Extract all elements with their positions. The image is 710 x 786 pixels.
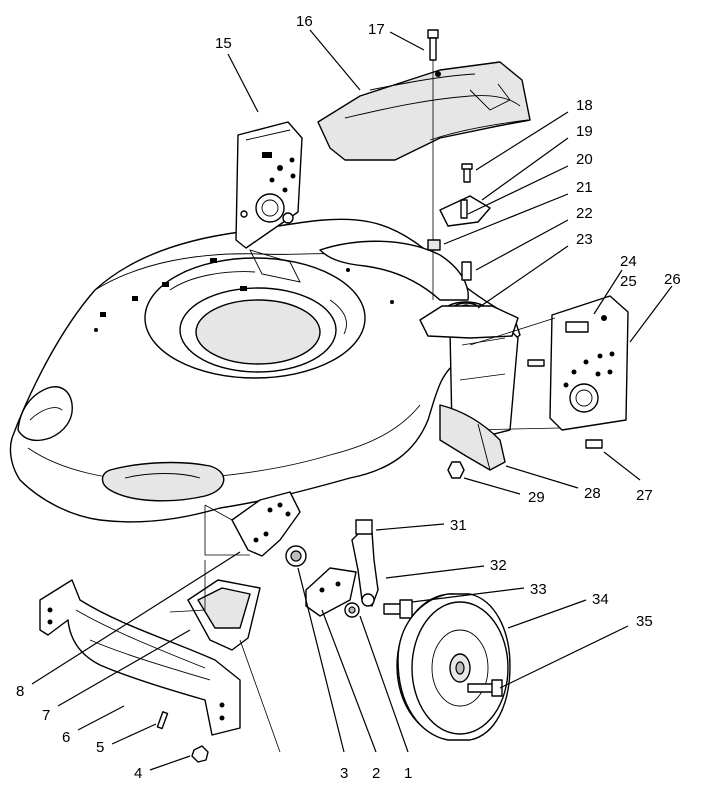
callout-27: 27 [636, 487, 653, 504]
leader-6 [77, 705, 125, 731]
leader-8 [31, 551, 241, 685]
mower-deck [9, 218, 521, 523]
parts-24-26-side-plate [469, 295, 629, 431]
callout-21: 21 [576, 179, 593, 196]
callout-29: 29 [528, 489, 545, 506]
part-3-washer [285, 545, 307, 567]
leader-24 [593, 269, 623, 315]
callout-1: 1 [404, 765, 412, 782]
callout-35: 35 [636, 613, 653, 630]
leader-26 [629, 285, 673, 343]
leader-27 [603, 451, 641, 481]
callout-8: 8 [16, 683, 24, 700]
callout-34: 34 [592, 591, 609, 608]
parts-6-7-rear-flap [39, 560, 281, 753]
part-35-axle-bolt [467, 679, 503, 697]
callout-23: 23 [576, 231, 593, 248]
callout-4: 4 [134, 765, 142, 782]
leader-21 [443, 193, 569, 245]
callout-7: 7 [42, 707, 50, 724]
part-8-height-adjuster [204, 491, 301, 557]
leader-28 [505, 465, 579, 489]
leader-17 [389, 31, 425, 51]
callout-26: 26 [664, 271, 681, 288]
callout-24: 24 [620, 253, 637, 270]
callout-33: 33 [530, 581, 547, 598]
leader-18 [475, 111, 569, 171]
leader-22 [475, 219, 569, 271]
leader-2 [321, 609, 377, 753]
part-16-rear-shroud [317, 61, 531, 161]
parts-27-29-lower-bracket [439, 404, 603, 479]
leader-20 [467, 165, 569, 215]
callout-20: 20 [576, 151, 593, 168]
part-4-nut [191, 745, 209, 763]
callout-15: 15 [215, 35, 232, 52]
leader-19 [481, 137, 569, 201]
leader-34 [507, 599, 587, 629]
callout-22: 22 [576, 205, 593, 222]
leader-32 [385, 565, 485, 579]
callout-28: 28 [584, 485, 601, 502]
leader-33 [411, 587, 525, 603]
leader-7 [57, 629, 191, 707]
callout-16: 16 [296, 13, 313, 30]
leader-1 [359, 615, 409, 753]
callout-labels: 15 16 17 18 19 20 21 22 23 24 25 26 27 2… [16, 13, 681, 782]
leader-lines [31, 29, 673, 771]
leader-31 [375, 523, 445, 531]
leader-35 [499, 625, 629, 689]
part-5-screw [156, 711, 169, 730]
leader-15 [227, 53, 259, 113]
leader-4 [149, 755, 191, 771]
callout-17: 17 [368, 21, 385, 38]
callout-19: 19 [576, 123, 593, 140]
callout-3: 3 [340, 765, 348, 782]
parts-18-22-hardware [427, 163, 491, 281]
part-15-side-bracket [235, 121, 303, 249]
parts-31-32-lever [351, 519, 379, 607]
callout-32: 32 [490, 557, 507, 574]
callout-5: 5 [96, 739, 104, 756]
part-2-adjuster-plate [305, 567, 357, 617]
part-17-bolt [427, 29, 439, 300]
leader-29 [463, 477, 521, 495]
callout-25: 25 [620, 273, 637, 290]
callout-18: 18 [576, 97, 593, 114]
leader-5 [111, 723, 157, 745]
callout-6: 6 [62, 729, 70, 746]
leader-16 [309, 29, 361, 91]
part-33-wheel-bolt [383, 599, 413, 619]
callout-31: 31 [450, 517, 467, 534]
leader-3 [297, 567, 345, 753]
part-34-wheel [396, 593, 511, 741]
part-1-small-washer [344, 602, 360, 618]
callout-2: 2 [372, 765, 380, 782]
leader-23 [477, 245, 569, 309]
